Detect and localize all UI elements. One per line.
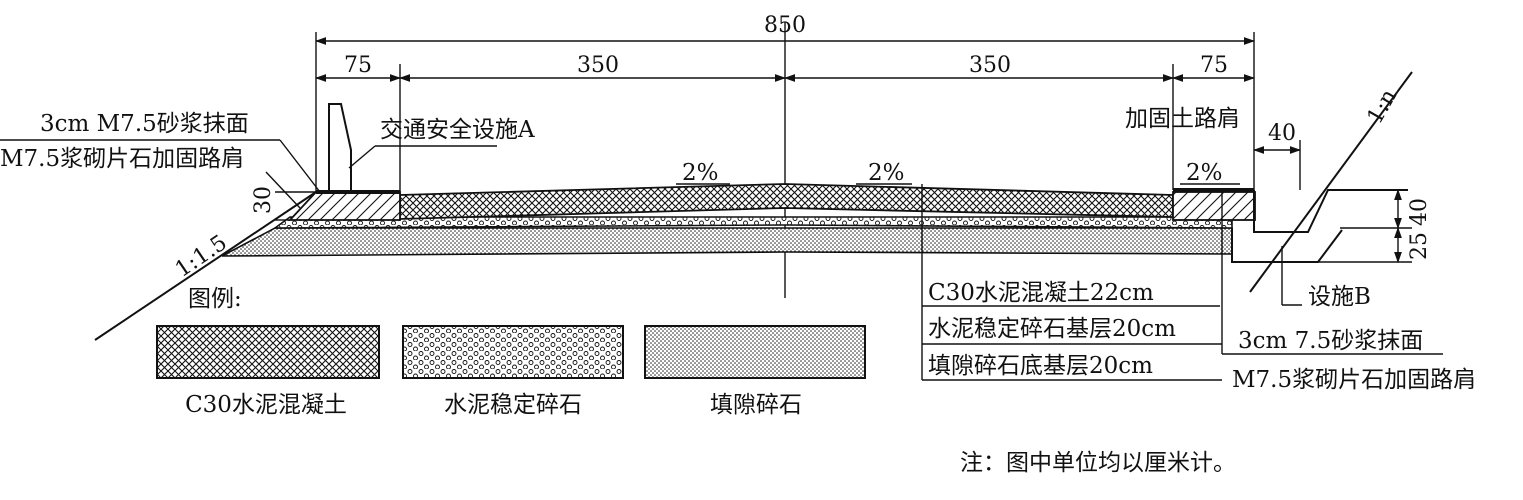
- dim-curb-height: 30: [251, 186, 276, 214]
- legend: 图例: C30水泥混凝土 水泥稳定碎石 填隙碎石: [156, 286, 866, 418]
- legend-label-stabilized-gravel: 水泥稳定碎石: [444, 392, 582, 418]
- layer-label-subbase: 填隙碎石底基层20cm: [928, 353, 1153, 379]
- label-right-mortar-finish: 3cm 7.5砂浆抹面: [1238, 328, 1423, 354]
- label-right-stone-shoulder: M7.5浆砌片石加固路肩: [1232, 367, 1476, 393]
- dim-ditch-25: 25: [1407, 232, 1432, 260]
- right-ditch-outer: [1231, 228, 1343, 263]
- legend-swatch-concrete: [156, 325, 380, 379]
- base-layer: [272, 216, 1233, 229]
- layer-label-concrete: C30水泥混凝土22cm: [928, 280, 1154, 306]
- legend-swatch-filled-gravel: [644, 325, 866, 379]
- slope-right: 1:n: [1363, 85, 1402, 128]
- dim-left-shoulder: 75: [344, 53, 372, 78]
- right-ditch-inner: [1253, 189, 1408, 233]
- dim-total: 850: [764, 13, 806, 38]
- layer-label-base: 水泥稳定碎石基层20cm: [928, 316, 1176, 342]
- subbase-layer: [221, 227, 1233, 257]
- right-shoulder-masonry: [1172, 191, 1256, 221]
- note-units: 注：图中单位均以厘米计。: [960, 450, 1236, 476]
- label-left-stone-shoulder: M7.5浆砌片石加固路肩: [0, 146, 244, 172]
- left-shoulder-masonry: [287, 191, 401, 221]
- dim-right-gap: 40: [1268, 121, 1296, 146]
- cross-fall-right: 2%: [1186, 160, 1223, 186]
- traffic-facility-a-curb: [328, 103, 352, 192]
- label-left-mortar-finish: 3cm M7.5砂浆抹面: [40, 111, 249, 137]
- legend-label-concrete: C30水泥混凝土: [185, 392, 347, 418]
- dim-right-shoulder: 75: [1200, 53, 1228, 78]
- legend-title: 图例:: [188, 286, 242, 312]
- label-traffic-facility-a: 交通安全设施A: [380, 117, 535, 143]
- dimension-lines: [314, 22, 1256, 298]
- label-soil-shoulder: 加固土路肩: [1125, 106, 1240, 132]
- cross-fall-left: 2%: [682, 160, 719, 186]
- legend-label-filled-gravel: 填隙碎石: [710, 392, 802, 418]
- dim-right-lane: 350: [969, 53, 1011, 78]
- label-facility-b: 设施B: [1308, 284, 1371, 310]
- dim-left-lane: 350: [577, 53, 619, 78]
- right-embankment-slope: [1249, 71, 1413, 293]
- concrete-slab: [399, 183, 1174, 220]
- cross-fall-center: 2%: [868, 160, 905, 186]
- left-embankment-slope: [94, 191, 317, 341]
- dim-ditch-40: 40: [1407, 198, 1432, 226]
- pavement-structure: [221, 183, 1256, 257]
- slope-left: 1:1.5: [171, 230, 232, 282]
- legend-swatch-stabilized-gravel: [402, 325, 624, 379]
